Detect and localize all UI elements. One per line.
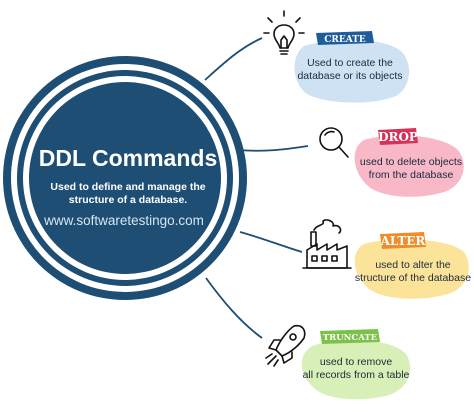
create-description-line-2: database or its objects bbox=[297, 70, 402, 82]
alter-tag-label: ALTER bbox=[380, 234, 427, 248]
truncate-tag-label: TRUNCATE bbox=[323, 333, 378, 343]
drop-description-line-2: from the database bbox=[369, 169, 454, 181]
hub-website-url: www.softwaretestingo.com bbox=[43, 213, 204, 228]
alter-description-line-2: structure of the database bbox=[355, 272, 471, 284]
truncate-bubble bbox=[301, 339, 411, 400]
create-bubble bbox=[294, 39, 410, 103]
truncate-description-line-2: all records from a table bbox=[303, 369, 410, 381]
command-alter: ALTER used to alter the structure of the… bbox=[302, 219, 471, 299]
alter-tag bbox=[380, 232, 426, 249]
truncate-description-line-1: used to remove bbox=[320, 356, 393, 368]
hub-subtitle-line-1: Used to define and manage the bbox=[50, 181, 205, 193]
drop-tag-label: DROP bbox=[378, 130, 418, 144]
create-tag-label: CREATE bbox=[324, 35, 366, 45]
create-description-line-1: Used to create the bbox=[307, 57, 393, 69]
hub-core bbox=[29, 82, 221, 274]
alter-bubble bbox=[354, 239, 469, 299]
truncate-tag bbox=[320, 329, 380, 344]
connector-drop bbox=[237, 145, 309, 152]
connector-truncate bbox=[205, 277, 263, 339]
factory-icon bbox=[302, 219, 352, 269]
drop-tag bbox=[378, 128, 418, 145]
create-tag bbox=[316, 31, 374, 45]
command-drop: DROP used to delete objects from the dat… bbox=[319, 127, 464, 197]
hub-title: DDL Commands bbox=[39, 145, 218, 171]
hub: DDL Commands Used to define and manage t… bbox=[3, 56, 247, 300]
command-truncate: TRUNCATE used to remove all records from… bbox=[265, 324, 411, 400]
hub-subtitle-line-2: structure of a database. bbox=[69, 194, 188, 206]
magnifier-icon bbox=[319, 127, 349, 158]
drop-description-line-1: used to delete objects bbox=[360, 156, 462, 168]
connector-alter bbox=[239, 231, 303, 253]
drop-bubble bbox=[354, 135, 464, 197]
lightbulb-icon bbox=[263, 10, 305, 55]
alter-description-line-1: used to alter the bbox=[375, 259, 450, 271]
connector-create bbox=[204, 37, 263, 81]
rocket-icon bbox=[265, 324, 306, 367]
command-create: CREATE Used to create the database or it… bbox=[263, 10, 410, 103]
